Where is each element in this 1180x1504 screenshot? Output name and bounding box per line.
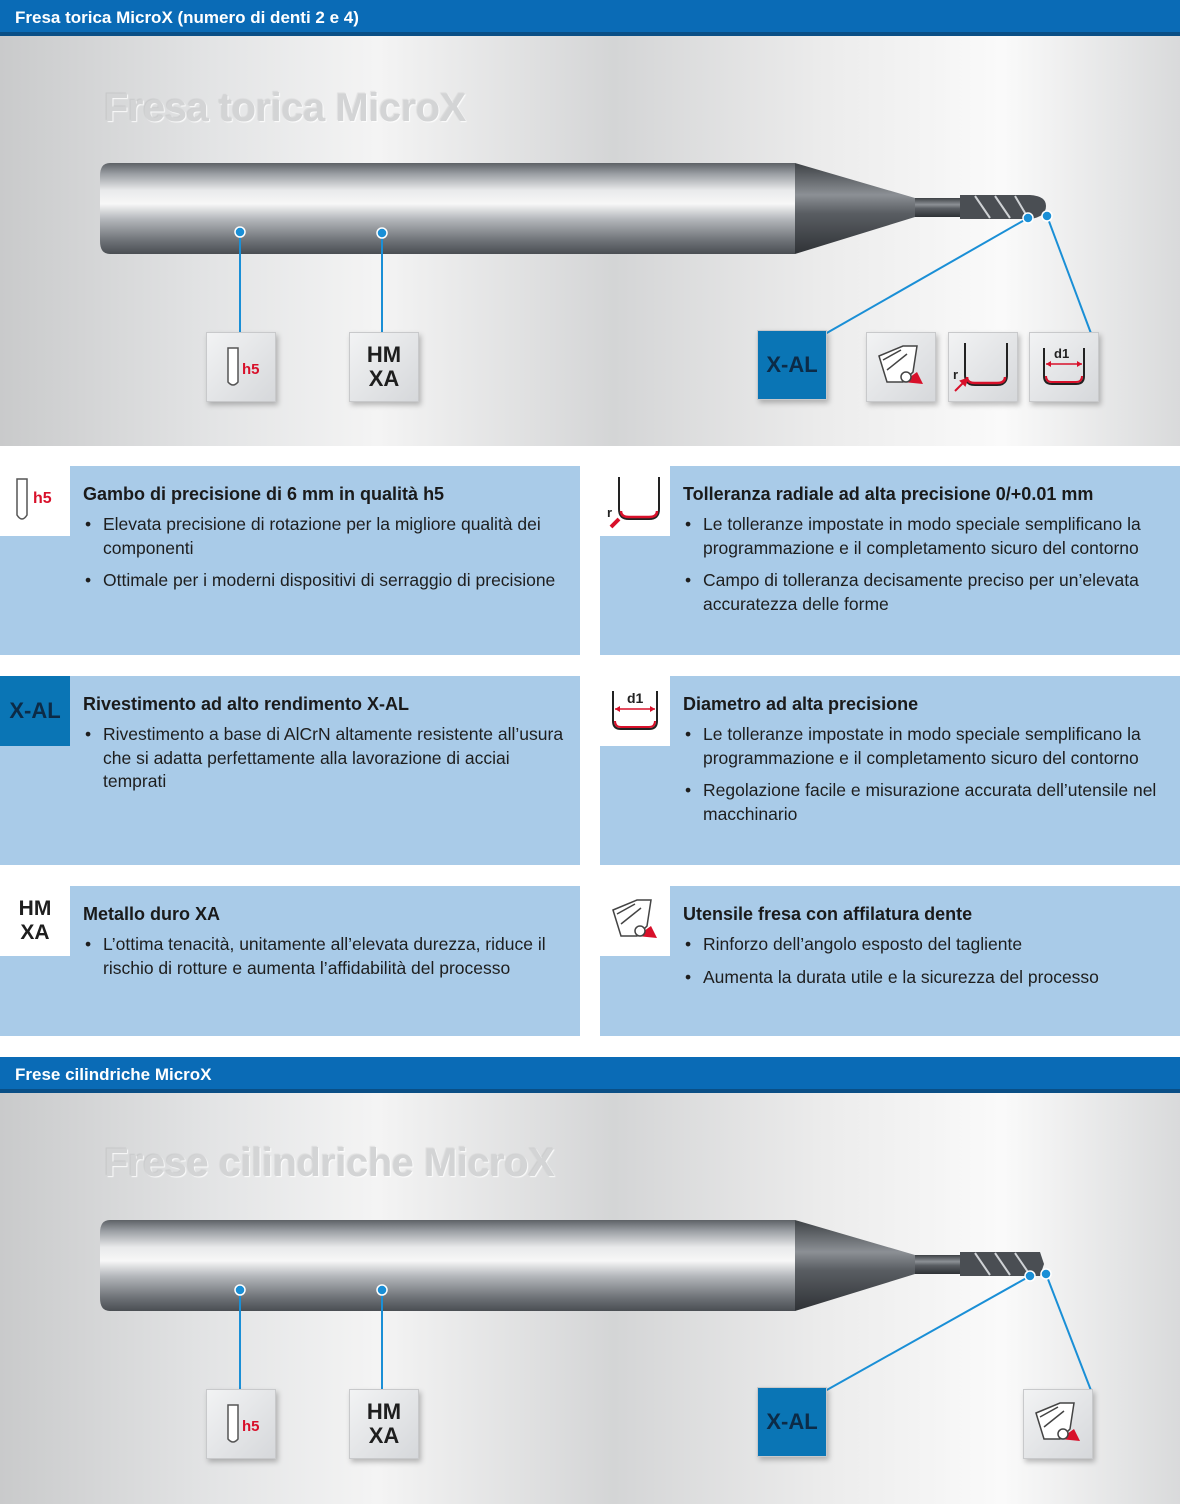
band-underline bbox=[0, 1089, 1180, 1093]
h5-shank-icon: h5 bbox=[16, 478, 52, 520]
xa-label: XA bbox=[368, 366, 400, 391]
feature-bullets: L’ottima tenacità, unitamente all’elevat… bbox=[83, 933, 568, 989]
h5-icon-label: h5 bbox=[33, 490, 52, 507]
feature-bullets: Le tolleranze impostate in modo speciale… bbox=[683, 513, 1168, 625]
section-title: Frese cilindriche MicroX bbox=[15, 1065, 212, 1084]
r-label: r bbox=[953, 367, 958, 382]
r-icon-label: r bbox=[607, 505, 612, 520]
h5-label: h5 bbox=[242, 1418, 260, 1435]
feature-title: Diametro ad alta precisione bbox=[683, 694, 919, 714]
tooth-sharpening-icon bbox=[878, 345, 923, 384]
h5-shank-badge: h5 bbox=[206, 1389, 276, 1459]
xal-label: X-AL bbox=[766, 1409, 818, 1434]
hm-label: HM bbox=[366, 1399, 402, 1424]
hero-title: Frese cilindriche MicroX bbox=[104, 1141, 555, 1185]
feature-bullets: Le tolleranze impostate in modo speciale… bbox=[683, 723, 1168, 835]
feature-bullets: Elevata precisione di rotazione per la m… bbox=[83, 513, 568, 602]
radius-tolerance-badge: r bbox=[948, 332, 1018, 402]
xal-badge: X-AL bbox=[757, 1387, 827, 1457]
bullet-item: Ottimale per i moderni dispositivi di se… bbox=[83, 569, 568, 593]
xa-label: XA bbox=[368, 1423, 400, 1448]
bullet-item: Elevata precisione di rotazione per la m… bbox=[83, 513, 568, 560]
xal-badge: X-AL bbox=[757, 330, 827, 400]
feature-icon-box: r bbox=[600, 466, 670, 536]
d1-icon-label: d1 bbox=[627, 690, 644, 706]
feature-icon-box: d1 bbox=[600, 676, 670, 746]
section-header-torica: Fresa torica MicroX (numero di denti 2 e… bbox=[0, 0, 1180, 36]
feature-card-radius: r Tolleranza radiale ad alta precisione … bbox=[600, 466, 1180, 655]
bullet-item: Le tolleranze impostate in modo speciale… bbox=[683, 513, 1168, 560]
xal-icon-label: X-AL bbox=[9, 698, 61, 723]
section-header-cilindriche: Frese cilindriche MicroX bbox=[0, 1057, 1180, 1093]
h5-label: h5 bbox=[242, 361, 260, 378]
band-underline bbox=[0, 32, 1180, 36]
feature-title: Gambo di precisione di 6 mm in qualità h… bbox=[83, 484, 445, 504]
feature-bullets: Rinforzo dell’angolo esposto del taglien… bbox=[683, 933, 1168, 998]
feature-title: Utensile fresa con affilatura dente bbox=[683, 904, 973, 924]
feature-icon-box: h5 bbox=[0, 466, 70, 536]
diameter-icon: d1 bbox=[1043, 346, 1085, 385]
xa-icon-label: XA bbox=[20, 921, 50, 944]
tooth-sharpening-icon bbox=[612, 899, 657, 938]
xal-coating-icon: X-AL bbox=[0, 676, 70, 746]
feature-card-h5: h5 Gambo di precisione di 6 mm in qualit… bbox=[0, 466, 580, 655]
bullet-item: Campo di tolleranza decisamente preciso … bbox=[683, 569, 1168, 616]
hero-title: Fresa torica MicroX bbox=[104, 86, 466, 130]
bullet-item: Le tolleranze impostate in modo speciale… bbox=[683, 723, 1168, 770]
feature-card-diameter: d1 Diametro ad alta precisione Le toller… bbox=[600, 676, 1180, 865]
h5-shank-icon: h5 bbox=[227, 1404, 260, 1443]
bullet-item: Regolazione facile e misurazione accurat… bbox=[683, 779, 1168, 826]
tooth-sharpening-badge bbox=[1023, 1389, 1093, 1459]
feature-title: Tolleranza radiale ad alta precisione 0/… bbox=[683, 484, 1094, 504]
diameter-icon: d1 bbox=[612, 690, 658, 730]
h5-shank-icon: h5 bbox=[227, 347, 260, 386]
feature-title: Metallo duro XA bbox=[83, 904, 221, 924]
end-mill-illustration bbox=[100, 1220, 1093, 1394]
bullet-item: Rinforzo dell’angolo esposto del taglien… bbox=[683, 933, 1168, 957]
diameter-badge: d1 bbox=[1029, 332, 1099, 402]
torus-cutter-illustration bbox=[100, 163, 1093, 337]
bullet-item: L’ottima tenacità, unitamente all’elevat… bbox=[83, 933, 568, 980]
feature-bullets: Rivestimento a base di AlCrN altamente r… bbox=[83, 723, 568, 803]
hm-icon-label: HM bbox=[18, 897, 52, 920]
hm-label: HM bbox=[366, 342, 402, 367]
bullet-item: Rivestimento a base di AlCrN altamente r… bbox=[83, 723, 568, 794]
feature-title: Rivestimento ad alto rendimento X-AL bbox=[83, 694, 410, 714]
radius-tolerance-icon: r bbox=[953, 343, 1008, 392]
bullet-item: Aumenta la durata utile e la sicurezza d… bbox=[683, 966, 1168, 990]
section-title: Fresa torica MicroX (numero di denti 2 e… bbox=[15, 8, 359, 27]
feature-card-tooth: Utensile fresa con affilatura dente Rinf… bbox=[600, 886, 1180, 1036]
radius-tolerance-icon: r bbox=[607, 477, 660, 529]
h5-shank-badge: h5 bbox=[206, 332, 276, 402]
tooth-sharpening-badge bbox=[866, 332, 936, 402]
feature-card-xal: X-AL Rivestimento ad alto rendimento X-A… bbox=[0, 676, 580, 865]
d1-label: d1 bbox=[1054, 346, 1069, 361]
tooth-sharpening-icon bbox=[1035, 1402, 1080, 1441]
xal-label: X-AL bbox=[766, 352, 818, 377]
feature-icon-box bbox=[600, 886, 670, 956]
